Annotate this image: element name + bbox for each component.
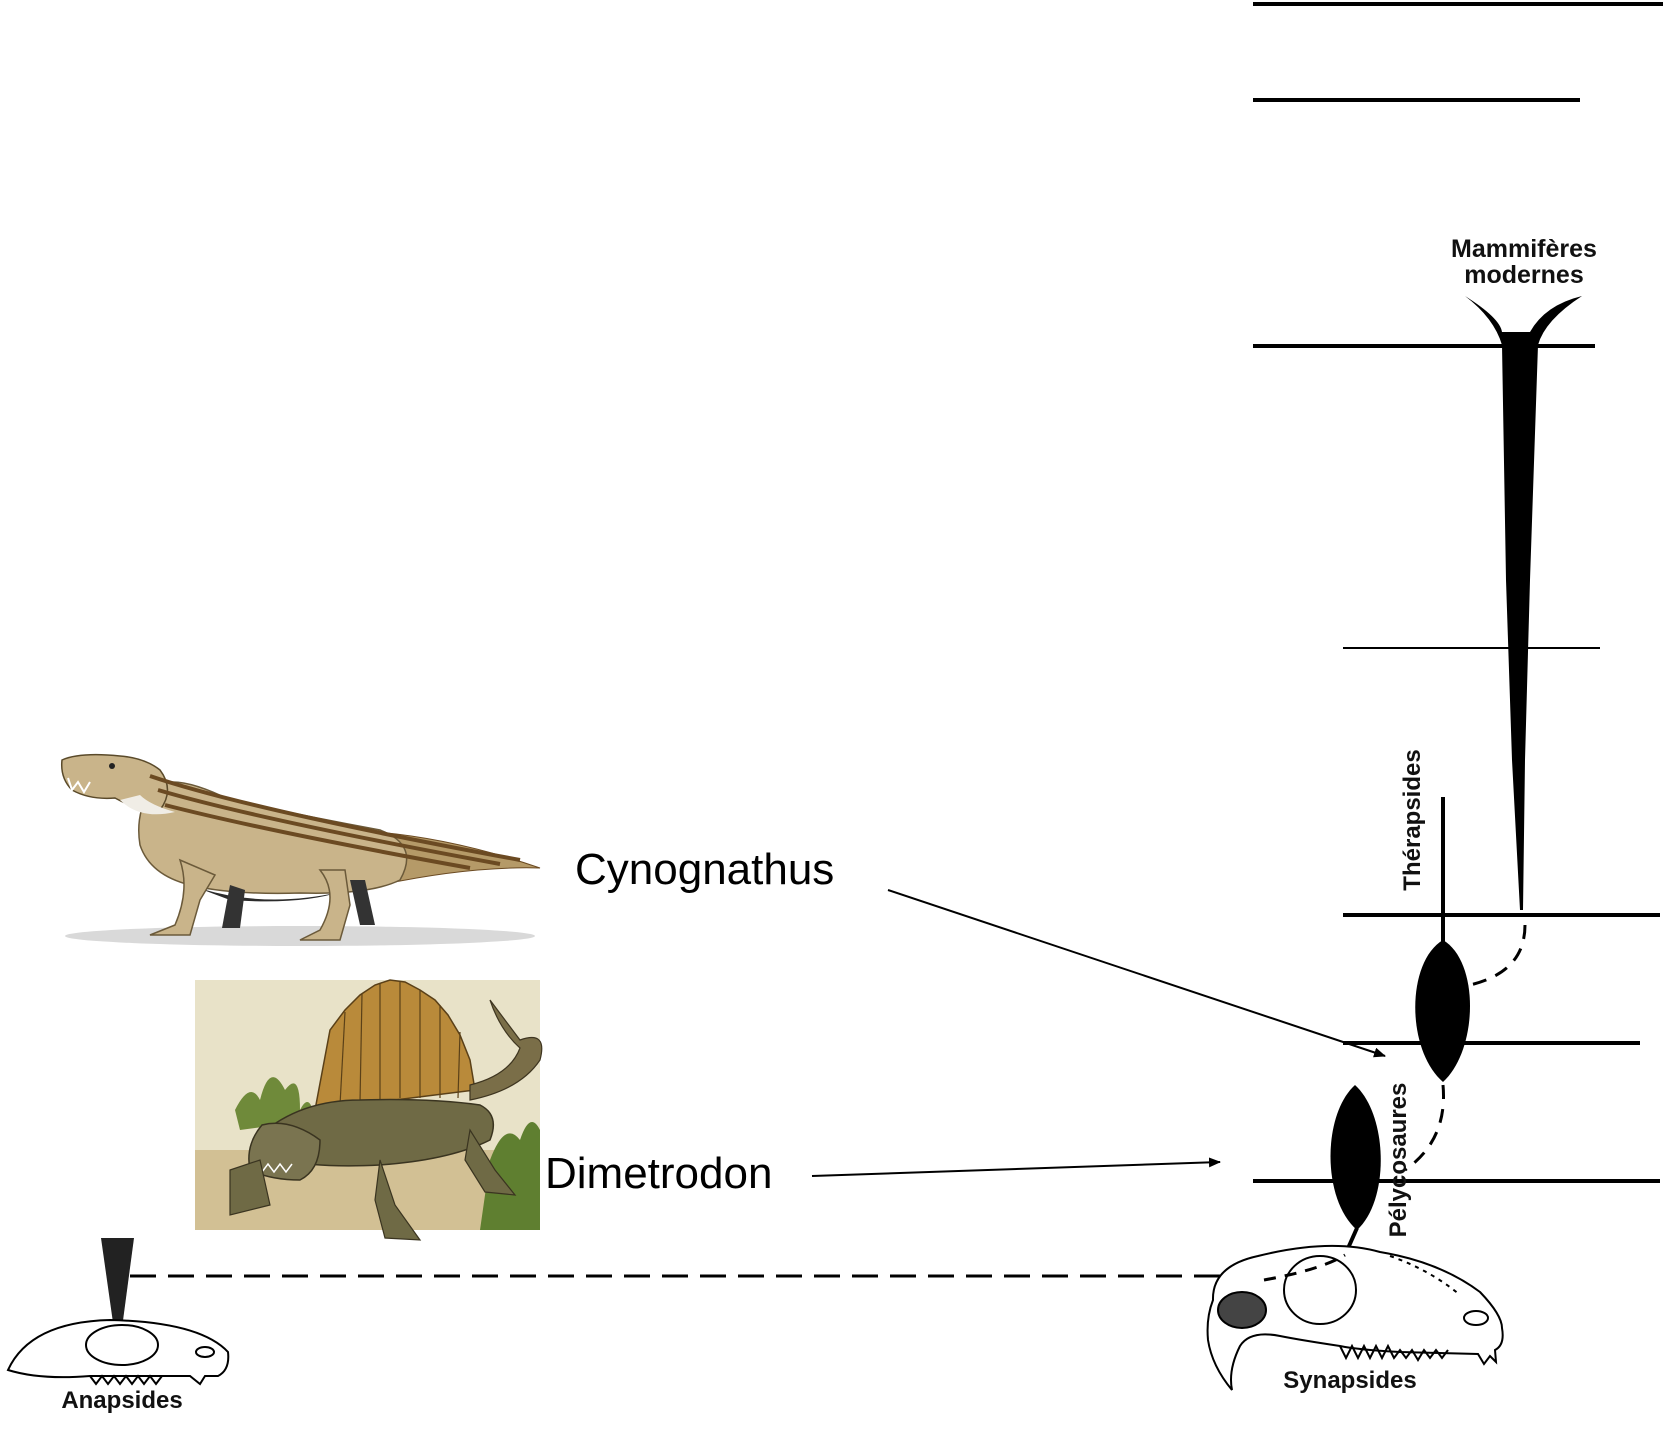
mammals-label: Mammifères modernes xyxy=(1451,235,1597,289)
cynognathus-illustration xyxy=(62,755,540,946)
mammals-label-line2: modernes xyxy=(1464,261,1583,289)
cynognathus-label: Cynognathus xyxy=(575,845,834,894)
anapsid-group xyxy=(8,1238,228,1384)
anapsid-skull xyxy=(8,1320,228,1384)
mammal-spindle xyxy=(1465,296,1582,910)
pelycosaur-lineage xyxy=(1330,1085,1380,1255)
mammals-label-line1: Mammifères xyxy=(1451,235,1597,263)
synapsid-temporal-fenestra xyxy=(1284,1256,1356,1324)
synapsids-label: Synapsides xyxy=(1283,1367,1416,1394)
cynognathus-arrow xyxy=(888,890,1385,1056)
mammal-connector-dashed xyxy=(1470,925,1525,985)
dimetrodon-arrow xyxy=(812,1162,1220,1176)
synapsid-orbit xyxy=(1218,1292,1266,1328)
mammal-lineage xyxy=(1465,296,1582,985)
pelycosaur-spindle xyxy=(1330,1085,1380,1230)
therapsid-spindle xyxy=(1415,940,1470,1082)
therapsids-label: Thérapsides xyxy=(1399,749,1426,890)
dimetrodon-label: Dimetrodon xyxy=(545,1149,772,1198)
anapsids-label: Anapsides xyxy=(61,1387,182,1414)
dimetrodon-illustration xyxy=(195,980,542,1240)
pelycosaurs-label: Pélycosaures xyxy=(1385,1083,1412,1238)
synapsid-nostril xyxy=(1464,1311,1488,1325)
